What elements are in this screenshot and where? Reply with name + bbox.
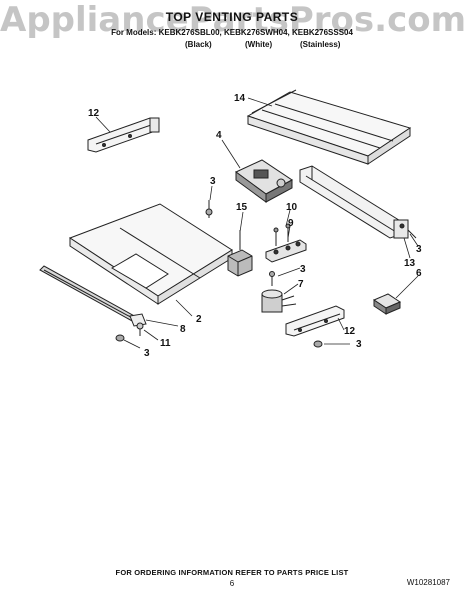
callout-15: 15: [236, 202, 248, 213]
callout-4: 4: [216, 130, 222, 141]
callout-7: 7: [298, 279, 304, 290]
screw-3a: [205, 200, 213, 218]
model-list: For Models: KEBK276SBL00, KEBK276SWH04, …: [111, 28, 353, 37]
part-11-clip: [136, 322, 144, 336]
screw-3e: [313, 340, 323, 348]
callout-6: 6: [416, 268, 422, 279]
variant-white: (White): [245, 40, 273, 49]
part-13-right-rail: [299, 165, 417, 239]
callout-9: 9: [288, 218, 294, 229]
callout-14: 14: [234, 93, 246, 104]
callout-3: 3: [144, 348, 150, 359]
screw-3d: [115, 334, 125, 342]
callout-12: 12: [344, 326, 356, 337]
variant-stainless: (Stainless): [300, 40, 341, 49]
part-8-rail: [39, 265, 147, 327]
callout-3: 3: [210, 176, 216, 187]
part-12-upper-bracket: [87, 117, 160, 153]
page-number: 6: [229, 579, 235, 588]
part-12-lower-bracket: [285, 305, 345, 337]
watermark-text: AppliancePartsPros.com: [0, 0, 464, 40]
part-2-bottom-panel: [68, 203, 233, 305]
callout-12: 12: [88, 108, 100, 119]
leader-lines: [95, 97, 419, 349]
callout-10: 10: [286, 202, 298, 213]
callout-labels: 12 14 4 3 15 10 9 3 13 3 6 7 2 8 11 3 12…: [88, 93, 422, 359]
part-7-motor: [261, 289, 297, 313]
screw-3b: [269, 271, 275, 286]
callout-11: 11: [160, 338, 171, 349]
part-4-switch-assembly: [235, 159, 293, 203]
callout-2: 2: [196, 314, 202, 325]
ordering-info: FOR ORDERING INFORMATION REFER TO PARTS …: [115, 568, 349, 577]
callout-3: 3: [356, 339, 362, 350]
document-number: W10281087: [406, 578, 450, 587]
part-15-relay: [227, 230, 253, 277]
part-9-terminal-block: [265, 239, 307, 263]
page-title: TOP VENTING PARTS: [165, 10, 299, 24]
callout-3: 3: [300, 264, 306, 275]
callout-13: 13: [404, 258, 416, 269]
part-14-top-panel: [246, 89, 412, 165]
variant-black: (Black): [185, 40, 212, 49]
callout-3: 3: [416, 244, 422, 255]
part-10-screws: [273, 223, 291, 246]
part-6-block: [372, 293, 402, 315]
callout-8: 8: [180, 324, 186, 335]
